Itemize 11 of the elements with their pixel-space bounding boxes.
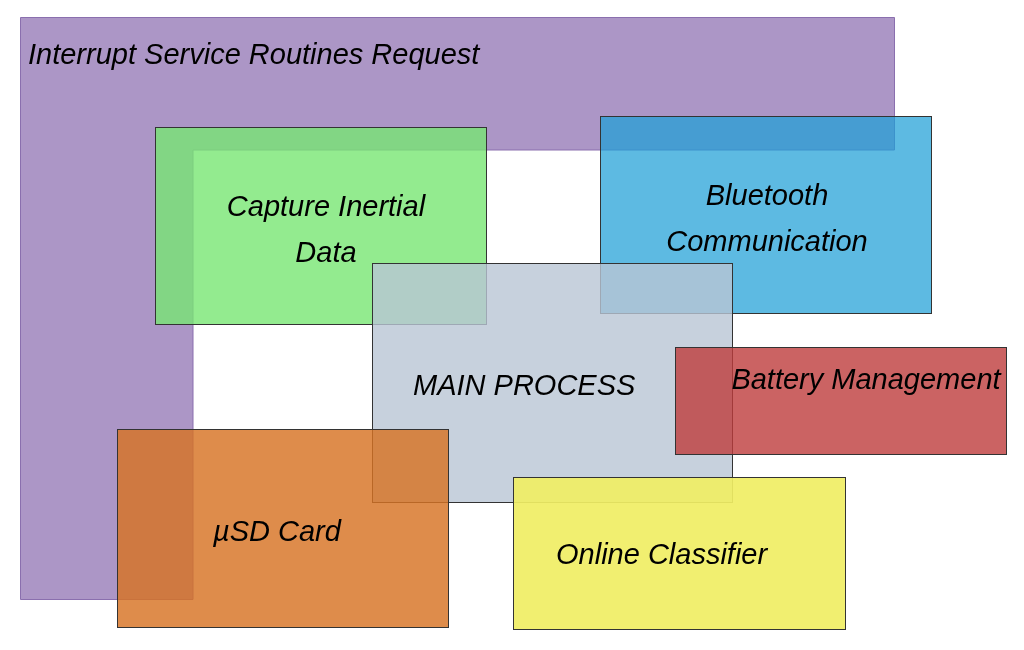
process-box: [513, 477, 846, 630]
process-box: [675, 347, 1007, 455]
node-label: Bluetooth Communication: [665, 178, 869, 259]
node-label: µSD Card: [213, 514, 341, 549]
node-label: MAIN PROCESS: [413, 368, 636, 403]
process-box: [117, 429, 449, 628]
node-label: Online Classifier: [556, 537, 768, 572]
node-label: Battery Management: [731, 362, 1001, 397]
node-label: Capture Inertial Data: [225, 189, 427, 270]
process-box: [600, 116, 932, 314]
node-label: Interrupt Service Routines Request: [28, 37, 480, 72]
